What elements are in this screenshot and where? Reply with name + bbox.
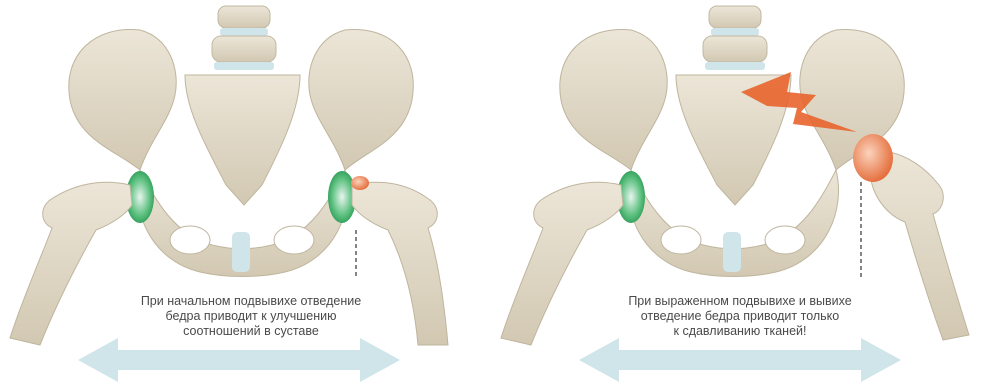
- vertebra: [212, 36, 276, 62]
- caption-line: При начальном подвывихе отведение: [106, 294, 396, 309]
- caption-line: соотношений в суставе: [106, 324, 396, 339]
- obturator-foramen: [170, 226, 210, 254]
- vertebral-disc: [214, 62, 274, 70]
- vertebral-disc: [711, 28, 759, 36]
- caption-right: При выраженном подвывихе и вывихе отведе…: [595, 294, 885, 339]
- caption-line: к сдавливанию тканей!: [595, 324, 885, 339]
- femoral-head-right: [351, 176, 369, 190]
- sacrum: [185, 75, 300, 205]
- double-headed-arrow-icon: [78, 338, 400, 382]
- caption-line: бедра приводит к улучшению: [106, 309, 396, 324]
- obturator-foramen: [274, 226, 314, 254]
- right-femur-dislocated: [871, 150, 969, 340]
- vertebra: [218, 6, 270, 28]
- vertebral-disc: [705, 62, 765, 70]
- panel-initial-subluxation: При начальном подвывихе отведение бедра …: [0, 0, 490, 382]
- vertebral-disc: [220, 28, 268, 36]
- obturator-foramen: [765, 226, 805, 254]
- right-iliac-wing: [309, 29, 414, 170]
- panel-severe-subluxation: При выраженном подвывихе и вывихе отведе…: [491, 0, 981, 382]
- left-iliac-wing: [560, 29, 667, 170]
- left-iliac-wing: [69, 29, 176, 170]
- caption-left: При начальном подвывихе отведение бедра …: [106, 294, 396, 339]
- vertebra: [709, 6, 761, 28]
- pubic-symphysis: [723, 232, 741, 272]
- caption-line: отведение бедра приводит только: [595, 309, 885, 324]
- caption-line: При выраженном подвывихе и вывихе: [595, 294, 885, 309]
- vertebra: [703, 36, 767, 62]
- obturator-foramen: [661, 226, 701, 254]
- pubic-symphysis: [232, 232, 250, 272]
- femoral-head-dislocated: [853, 134, 893, 182]
- double-headed-arrow-icon: [579, 338, 901, 382]
